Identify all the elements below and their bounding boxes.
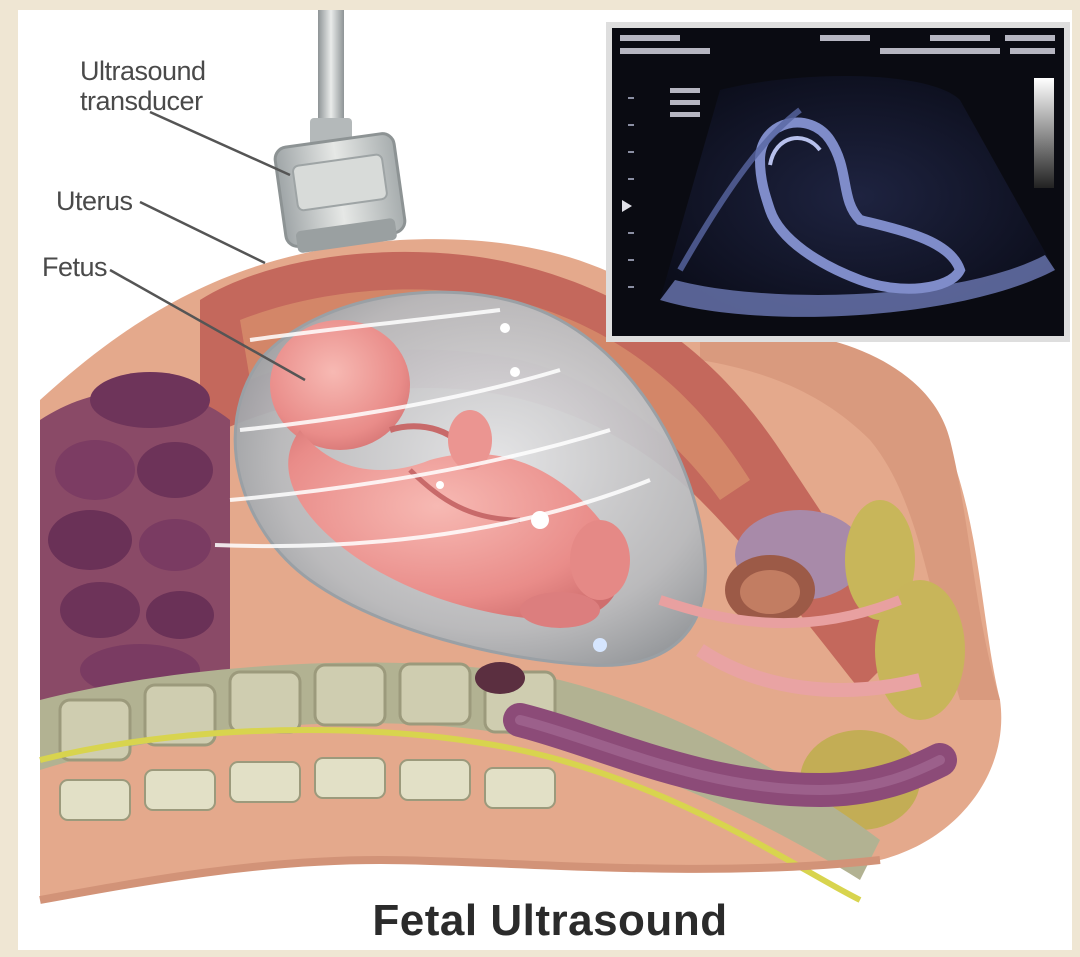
label-ultrasound-transducer: Ultrasound transducer xyxy=(80,56,206,116)
label-fetus: Fetus xyxy=(42,252,107,282)
label-transducer-line1: Ultrasound xyxy=(80,56,206,86)
sonogram-inset xyxy=(606,22,1070,342)
cervix xyxy=(475,662,525,694)
diagram-title: Fetal Ultrasound xyxy=(0,896,1080,946)
grayscale-bar xyxy=(1034,78,1054,188)
label-transducer-line2: transducer xyxy=(80,86,206,116)
ultrasound-transducer xyxy=(274,132,408,255)
intestines xyxy=(40,372,230,715)
label-uterus: Uterus xyxy=(56,186,133,216)
